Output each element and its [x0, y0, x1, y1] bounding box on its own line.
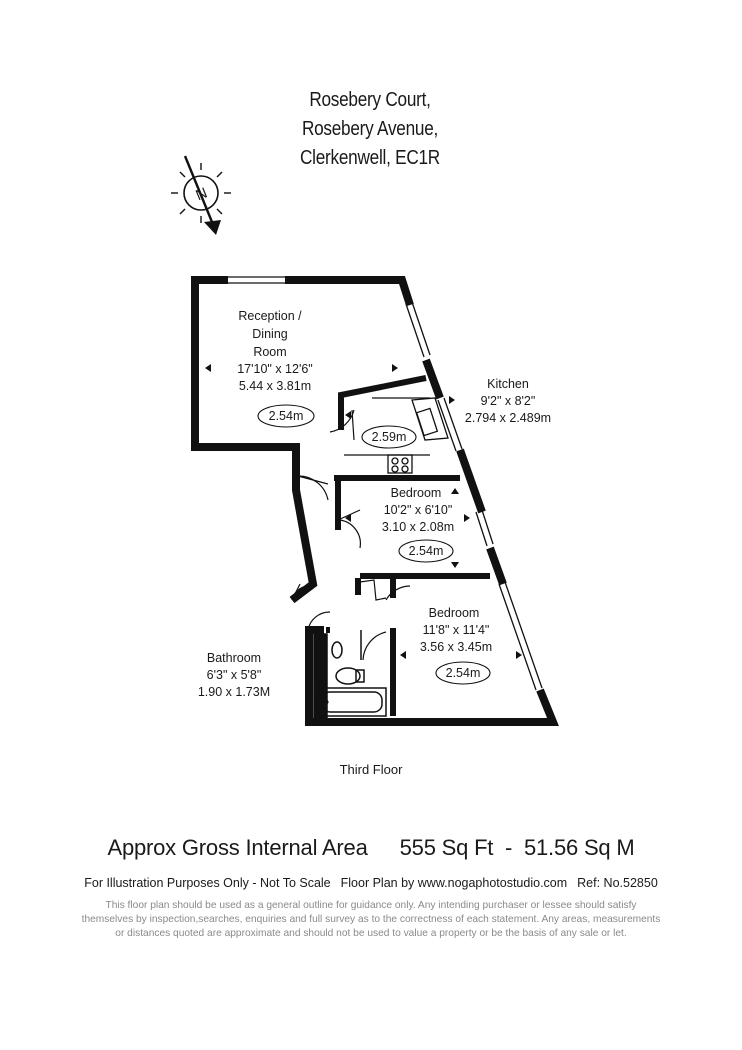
bedroom1-ceiling-badge [398, 539, 454, 563]
floor-label: Third Floor [339, 762, 403, 777]
fineprint-line-2: themselves by inspection,searches, enqui… [81, 914, 661, 925]
photographer-credit: Floor Plan by www.nogaphotostudio.com [340, 876, 568, 890]
reception-metric: 5.44 x 3.81m [239, 379, 311, 393]
disclaimer-line: For Illustration Purposes Only - Not To … [0, 876, 742, 890]
property-address: Rosebery Court, Rosebery Avenue, Clerken… [258, 86, 482, 173]
bathroom-name: Bathroom [207, 651, 261, 665]
room-kitchen: Kitchen 9'2" x 8'2" 2.794 x 2.489m 2.59m [361, 377, 551, 449]
bedroom1-ceiling: 2.54m [409, 544, 444, 558]
kitchen-name: Kitchen [487, 377, 529, 391]
gross-area-label: Approx Gross Internal Area [107, 835, 368, 860]
north-arrow-icon: N [171, 155, 231, 235]
bedroom2-imperial: 11'8" x 11'4" [423, 623, 490, 637]
kitchen-fixtures [344, 397, 449, 474]
room-reception: Reception / Dining Room 17'10" x 12'6" 5… [237, 309, 315, 428]
bathroom-fixtures [313, 630, 387, 719]
bedroom1-name: Bedroom [391, 486, 442, 500]
dimension-markers [205, 364, 522, 659]
bedroom1-metric: 3.10 x 2.08m [382, 520, 454, 534]
internal-walls [326, 375, 490, 716]
illustration-note: For Illustration Purposes Only - Not To … [84, 876, 331, 890]
reception-ceiling-badge [257, 404, 315, 428]
kitchen-ceiling: 2.59m [372, 430, 407, 444]
windows [228, 276, 543, 691]
reference-number: Ref: No.52850 [577, 876, 658, 890]
kitchen-ceiling-badge [361, 425, 417, 449]
room-bathroom: Bathroom 6'3" x 5'8" 1.90 x 1.73M [198, 651, 270, 699]
gross-area-value: 555 Sq Ft - 51.56 Sq M [399, 835, 635, 860]
floor-plan: N [171, 155, 559, 726]
bedroom2-ceiling-badge [435, 661, 491, 685]
bedroom1-imperial: 10'2" x 6'10" [384, 503, 453, 517]
bedroom2-ceiling: 2.54m [446, 666, 481, 680]
address-line-1: Rosebery Court, [309, 89, 431, 111]
reception-ceiling: 2.54m [269, 409, 304, 423]
bathroom-metric: 1.90 x 1.73M [198, 685, 270, 699]
address-line-2: Rosebery Avenue, [301, 118, 439, 140]
bedroom2-name: Bedroom [429, 606, 480, 620]
bathroom-imperial: 6'3" x 5'8" [207, 668, 262, 682]
kitchen-metric: 2.794 x 2.489m [465, 411, 551, 425]
doors [291, 409, 411, 661]
room-bedroom-1: Bedroom 10'2" x 6'10" 3.10 x 2.08m 2.54m [382, 486, 454, 563]
room-bedroom-2: Bedroom 11'8" x 11'4" 3.56 x 3.45m 2.54m [420, 606, 492, 685]
legal-fineprint: This floor plan should be used as a gene… [60, 899, 682, 941]
gross-area: Approx Gross Internal Area 555 Sq Ft - 51… [0, 835, 742, 861]
reception-imperial: 17'10" x 12'6" [237, 362, 313, 376]
bedroom2-metric: 3.56 x 3.45m [420, 640, 492, 654]
reception-name-1: Reception / [238, 309, 302, 323]
reception-name-2: Dining [252, 327, 287, 341]
fineprint-line-1: This floor plan should be used as a gene… [105, 900, 637, 911]
address-line-3: Clerkenwell, EC1R [300, 147, 440, 169]
fineprint-line-3: or distances quoted are approximate and … [115, 928, 627, 939]
kitchen-imperial: 9'2" x 8'2" [481, 394, 536, 408]
outer-walls [191, 276, 559, 726]
reception-name-3: Room [253, 345, 286, 359]
